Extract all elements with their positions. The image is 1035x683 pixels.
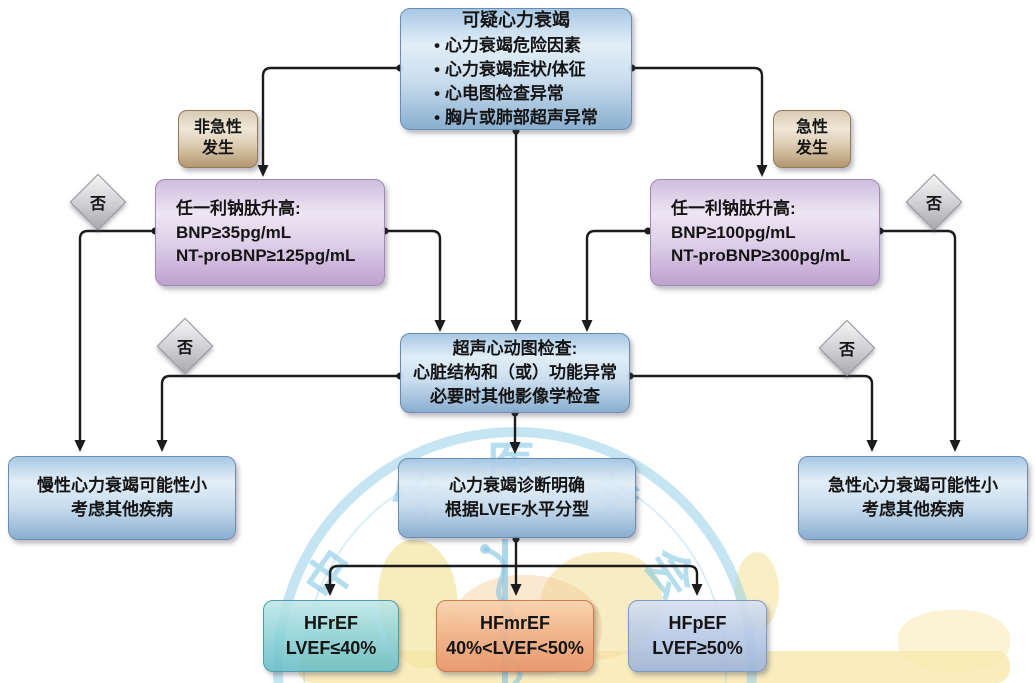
label-line: 发生	[795, 140, 828, 157]
label-line: 非急性	[193, 119, 242, 137]
node-natriuretic-peptide-nonacute: 任一利钠肽升高: BNP≥35pg/mL NT-proBNP≥125pg/mL	[155, 179, 385, 286]
node-line: BNP≥35pg/mL	[176, 222, 292, 242]
node-line: 根据LVEF水平分型	[444, 500, 590, 519]
node-line: HFpEF	[668, 612, 727, 633]
node-suspected-hf: 可疑心力衰竭 心力衰竭危险因素 心力衰竭症状/体征 心电图检查异常 胸片或肺部超…	[400, 8, 632, 130]
node-line: 必要时其他影像学检查	[430, 386, 600, 406]
node-line: 任一利钠肽升高:	[176, 198, 301, 218]
node-acute-hf-unlikely: 急性心力衰竭可能性小 考虑其他疾病	[798, 456, 1028, 540]
criteria-item: 心电图检查异常	[434, 82, 598, 106]
node-hf-diagnosis-confirmed: 心力衰竭诊断明确 根据LVEF水平分型	[398, 458, 636, 538]
node-line: 急性心力衰竭可能性小	[828, 476, 998, 496]
node-natriuretic-peptide-acute: 任一利钠肽升高: BNP≥100pg/mL NT-proBNP≥300pg/mL	[650, 179, 880, 286]
node-line: LVEF≤40%	[285, 638, 377, 658]
label-acute-onset: 急性 发生	[773, 110, 851, 168]
label-nonacute-onset: 非急性 发生	[178, 110, 258, 168]
node-line: NT-proBNP≥300pg/mL	[671, 246, 851, 266]
node-line: 考虑其他疾病	[862, 500, 964, 519]
criteria-item: 心力衰竭危险因素	[434, 34, 598, 58]
node-line: HFrEF	[304, 612, 358, 633]
suspected-criteria-list: 心力衰竭危险因素 心力衰竭症状/体征 心电图检查异常 胸片或肺部超声异常	[434, 34, 598, 131]
watermark-yellow-blob	[898, 610, 1010, 672]
node-echocardiography: 超声心动图检查: 心脏结构和（或）功能异常 必要时其他影像学检查	[400, 333, 630, 413]
node-line: 任一利钠肽升高:	[671, 198, 796, 218]
node-line: 慢性心力衰竭可能性小	[37, 476, 207, 496]
node-line: 心脏结构和（或）功能异常	[413, 363, 617, 383]
node-hfref: HFrEF LVEF≤40%	[263, 600, 399, 672]
node-line: NT-proBNP≥125pg/mL	[176, 246, 356, 266]
node-line: 考虑其他疾病	[71, 500, 173, 519]
no-label: 否	[176, 339, 194, 357]
node-hfmref: HFmrEF 40%<LVEF<50%	[436, 600, 594, 672]
node-line: LVEF≥50%	[652, 638, 743, 658]
no-label: 否	[925, 195, 943, 213]
no-label: 否	[89, 195, 107, 213]
node-line: 心力衰竭诊断明确	[449, 476, 585, 496]
node-hfpef: HFpEF LVEF≥50%	[628, 600, 767, 672]
node-line: 40%<LVEF<50%	[446, 638, 584, 658]
node-line: HFmrEF	[479, 612, 550, 633]
criteria-item: 胸片或肺部超声异常	[434, 106, 598, 130]
label-line: 急性	[795, 119, 828, 137]
criteria-item: 心力衰竭症状/体征	[434, 58, 598, 82]
no-label: 否	[838, 341, 856, 359]
node-title: 可疑心力衰竭	[462, 9, 570, 30]
node-chronic-hf-unlikely: 慢性心力衰竭可能性小 考虑其他疾病	[8, 456, 236, 540]
node-line: 超声心动图检查:	[452, 339, 578, 359]
node-line: BNP≥100pg/mL	[671, 222, 796, 242]
label-line: 发生	[201, 140, 234, 157]
